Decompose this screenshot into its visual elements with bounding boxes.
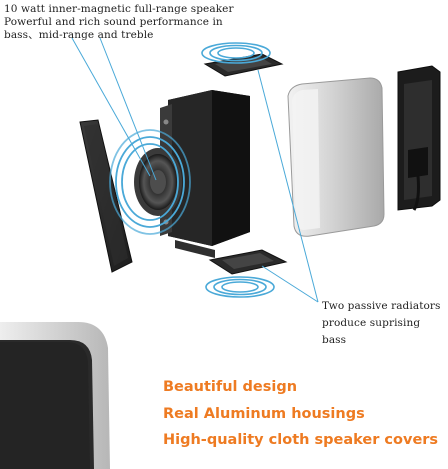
- sound-wave-icon: [201, 42, 271, 64]
- rear-plate: [397, 65, 441, 211]
- caption-line: Powerful and rich sound performance in: [4, 16, 223, 28]
- bottom-passive-radiator: [208, 249, 288, 275]
- sound-wave-icon: [205, 276, 275, 298]
- promo-cloth: High-quality cloth speaker covers: [163, 432, 439, 448]
- promo-design: Beautiful design: [163, 379, 298, 395]
- driver-chassis: [160, 90, 250, 258]
- caption-line: Two passive radiators: [322, 300, 441, 312]
- radiator-caption: Two passive radiators produce suprising …: [322, 298, 446, 349]
- aluminum-housing: [287, 77, 385, 237]
- full-range-driver: [134, 148, 182, 216]
- driver-caption: 10 watt inner-magnetic full-range speake…: [4, 3, 254, 42]
- caption-line: produce suprising bass: [322, 317, 421, 346]
- caption-line: bass、mid-range and treble: [4, 29, 154, 41]
- sound-wave-icon: [109, 129, 191, 235]
- housing-closeup: [0, 322, 110, 469]
- front-grille-panel: [79, 119, 133, 273]
- promo-housing: Real Aluminum housings: [163, 406, 365, 422]
- caption-line: 10 watt inner-magnetic full-range speake…: [4, 3, 234, 15]
- leader-lines: [71, 37, 319, 303]
